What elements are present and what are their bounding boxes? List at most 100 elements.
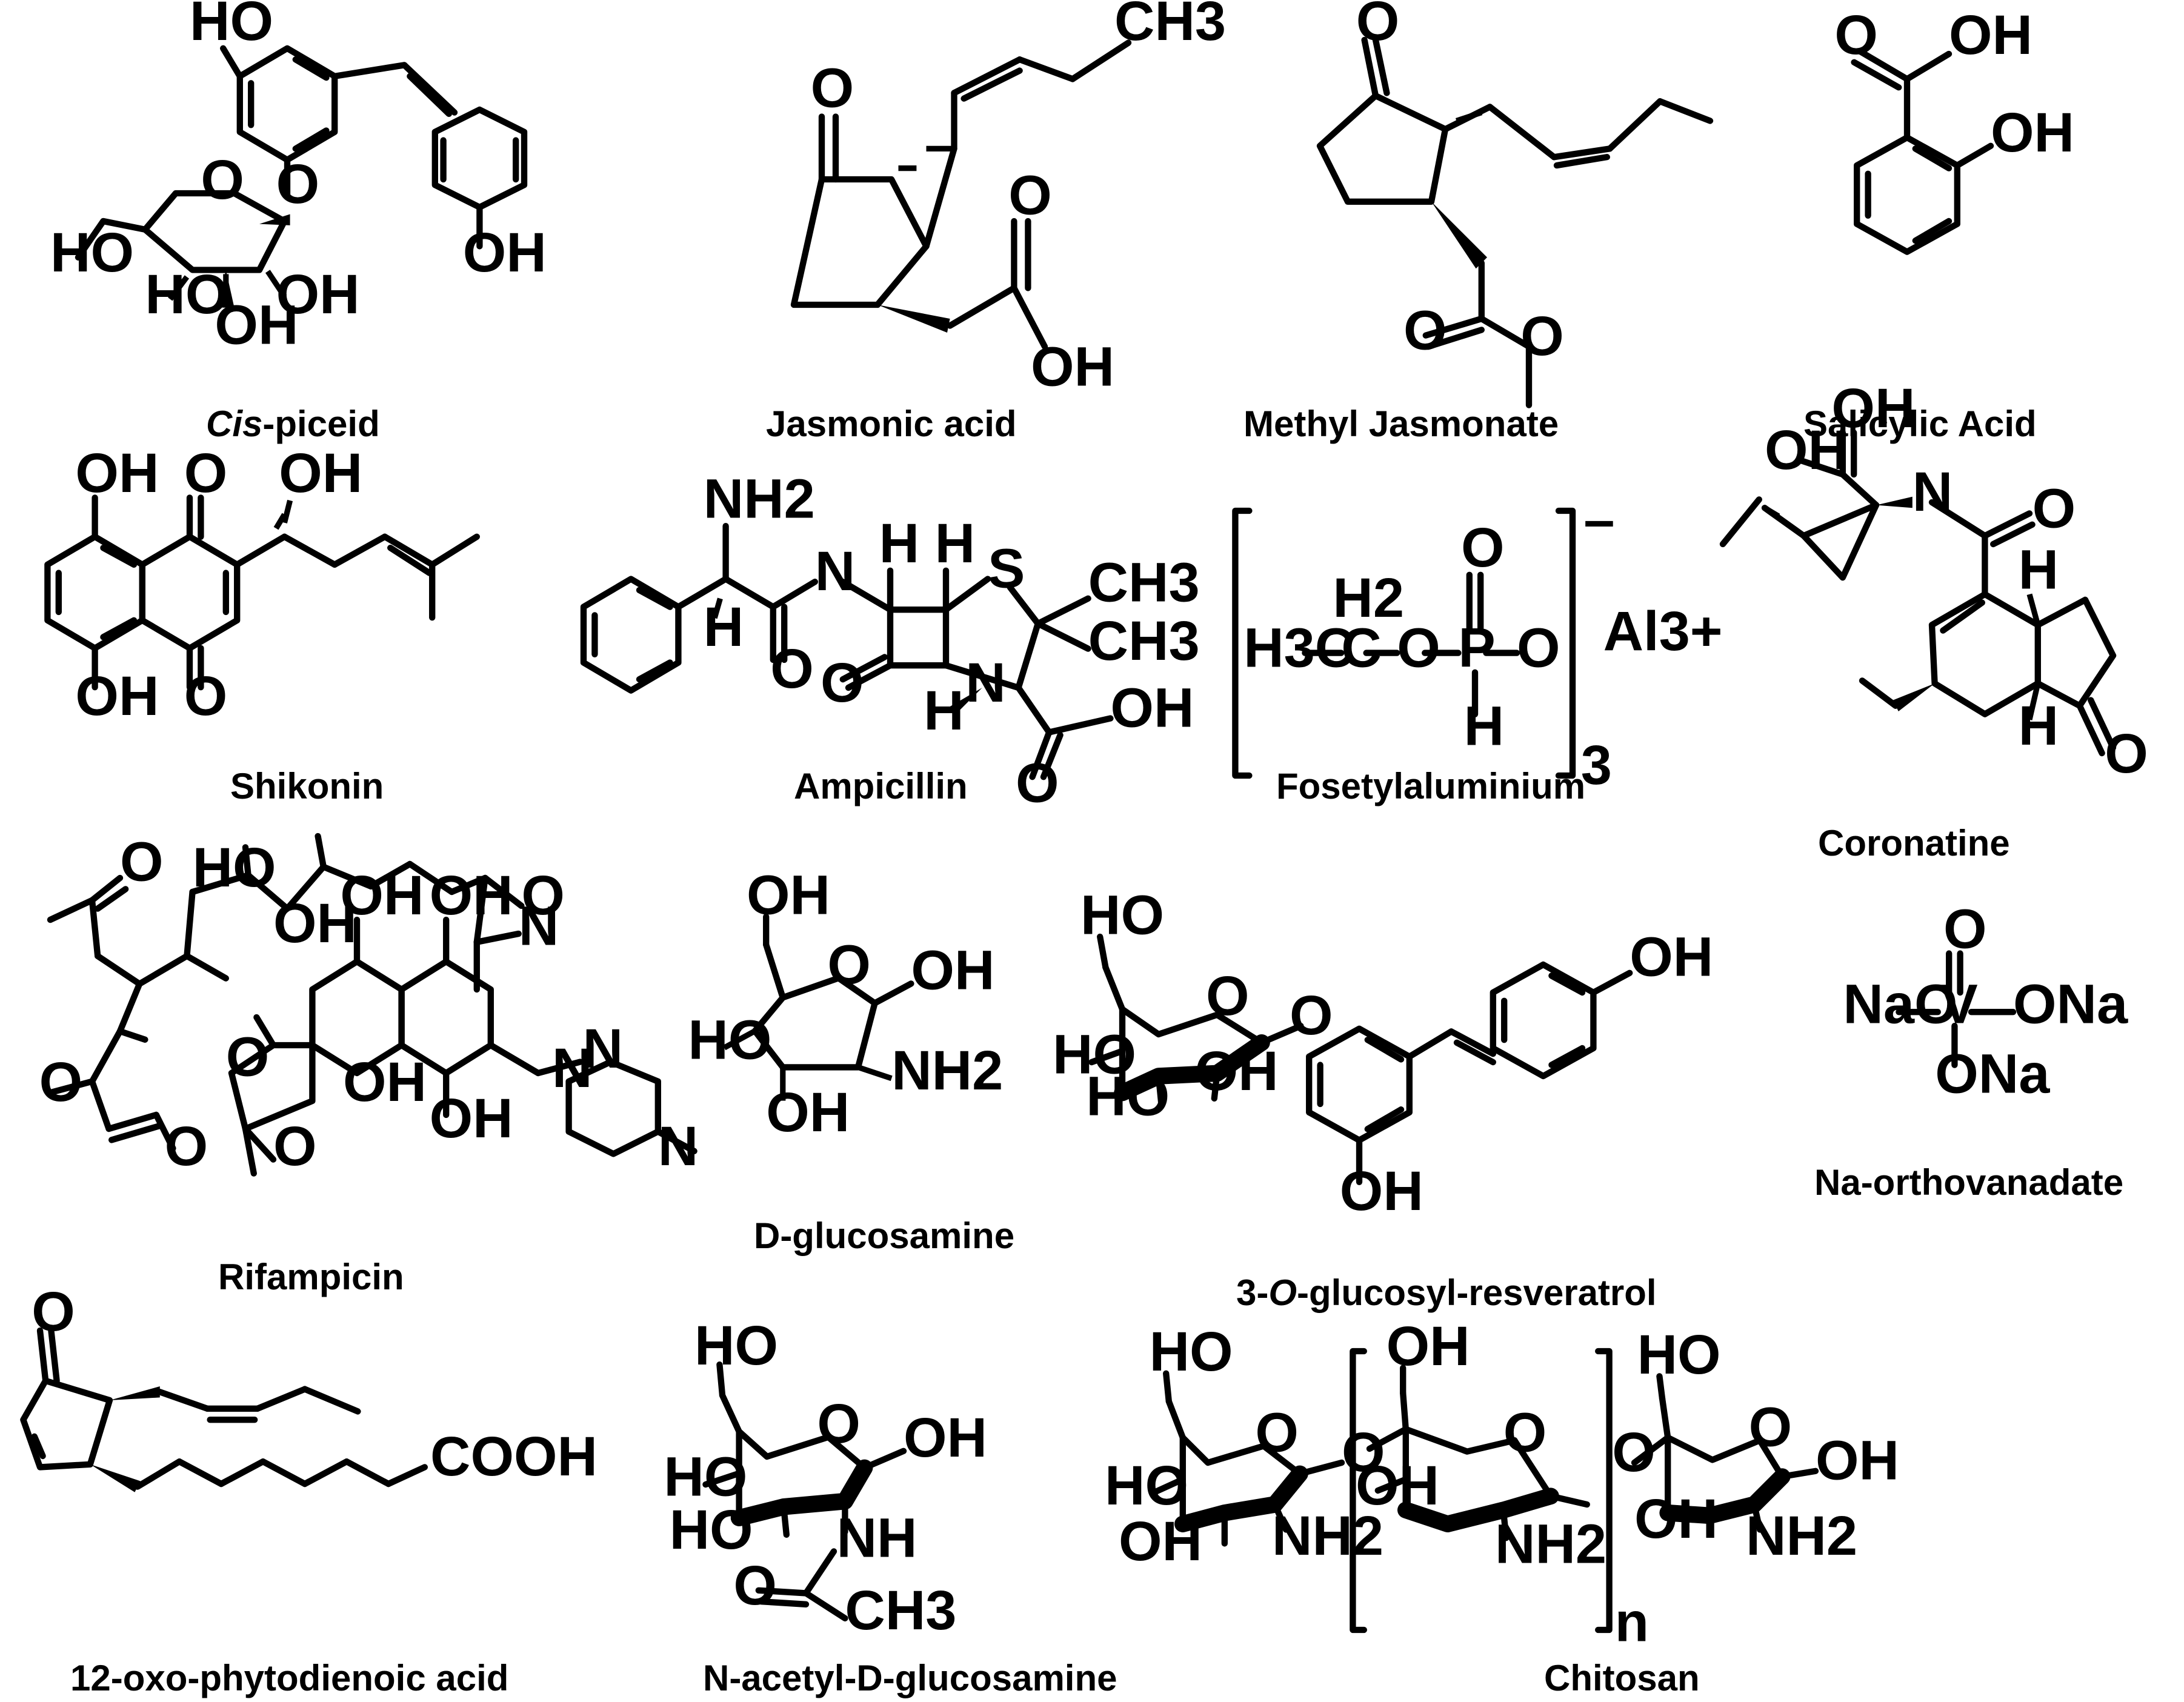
svg-text:O: O <box>32 1281 75 1343</box>
svg-text:OH: OH <box>343 1051 427 1113</box>
svg-text:OH: OH <box>1949 4 2033 66</box>
svg-text:HO: HO <box>1150 1321 1233 1383</box>
svg-text:H: H <box>924 680 964 742</box>
svg-text:O: O <box>1461 517 1505 579</box>
svg-text:Al3+: Al3+ <box>1603 600 1723 662</box>
svg-text:NH2: NH2 <box>891 1040 1003 1102</box>
svg-text:O: O <box>226 1026 270 1088</box>
svg-text:O: O <box>184 442 228 504</box>
salicylic-acid-structure: O OH OH <box>1834 4 2074 255</box>
svg-text:n: n <box>1615 1591 1649 1653</box>
svg-text:O: O <box>184 665 228 727</box>
svg-text:OH: OH <box>1765 419 1848 481</box>
svg-text:HO: HO <box>50 222 134 284</box>
svg-text:OH: OH <box>1356 1455 1439 1517</box>
d-glucosamine-name: D-glucosamine <box>754 1215 1014 1256</box>
svg-text:S: S <box>988 537 1025 599</box>
svg-text:O: O <box>1342 1421 1385 1483</box>
svg-text:HO: HO <box>1637 1324 1721 1386</box>
n-acetyl-d-glucosamine-structure: HO O OH HO HO NH O CH3 <box>664 1315 987 1641</box>
svg-text:OH: OH <box>904 1407 987 1469</box>
d-glucosamine-structure: OH O OH HO NH2 OH <box>688 864 1003 1143</box>
chitosan-name: Chitosan <box>1544 1658 1700 1698</box>
svg-text:O: O <box>120 831 164 893</box>
svg-text:O: O <box>273 1115 317 1177</box>
svg-text:OH: OH <box>1630 926 1713 988</box>
svg-text:O: O <box>1397 617 1440 679</box>
svg-text:OH: OH <box>1195 1040 1279 1102</box>
svg-text:H2: H2 <box>1333 567 1404 629</box>
svg-text:O: O <box>1008 165 1052 227</box>
svg-text:O: O <box>770 638 814 700</box>
svg-text:O: O <box>1503 1402 1547 1464</box>
svg-text:NaO: NaO <box>1843 974 1957 1035</box>
shikonin-name: Shikonin <box>230 766 384 806</box>
svg-text:N: N <box>658 1115 698 1177</box>
svg-text:HO: HO <box>1086 1065 1170 1127</box>
svg-text:OH: OH <box>75 442 159 504</box>
svg-text:ONa: ONa <box>2013 974 2128 1035</box>
svg-text:P: P <box>1458 617 1495 679</box>
svg-text:COOH: COOH <box>430 1426 598 1488</box>
svg-text:OH: OH <box>1831 377 1915 439</box>
svg-text:N: N <box>552 1037 592 1099</box>
coronatine-structure: OH OH N O H H O <box>1719 377 2148 785</box>
jasmonic-acid-structure: O O OH CH3 <box>790 0 1226 397</box>
svg-text:OH: OH <box>430 1088 513 1149</box>
12-opda-structure: O COOH <box>20 1281 598 1492</box>
svg-text:O: O <box>1290 985 1333 1046</box>
svg-text:O: O <box>1403 300 1447 362</box>
svg-text:O: O <box>1255 1402 1299 1464</box>
svg-text:CH3: CH3 <box>1114 0 1226 52</box>
svg-text:HO: HO <box>1080 884 1164 946</box>
rifampicin-name: Rifampicin <box>218 1257 404 1297</box>
svg-text:HO: HO <box>145 264 228 325</box>
svg-text:OH: OH <box>276 264 360 325</box>
svg-text:HO: HO <box>664 1446 747 1508</box>
svg-text:O: O <box>2105 723 2148 785</box>
jasmonic-acid-name: Jasmonic acid <box>766 404 1017 444</box>
svg-text:O: O <box>1356 0 1400 52</box>
svg-text:OH: OH <box>1387 1315 1470 1377</box>
svg-text:OH: OH <box>75 665 159 727</box>
svg-text:OH: OH <box>766 1082 850 1143</box>
svg-text:O: O <box>1206 965 1250 1027</box>
svg-text:H: H <box>935 513 975 574</box>
svg-text:N: N <box>1913 461 1953 523</box>
svg-text:O: O <box>1520 305 1564 367</box>
svg-text:O: O <box>821 652 864 714</box>
svg-text:O: O <box>201 149 244 211</box>
svg-text:O: O <box>276 153 320 215</box>
svg-text:OH: OH <box>1816 1430 1899 1492</box>
svg-text:OH: OH <box>279 442 362 504</box>
svg-text:O: O <box>811 57 854 119</box>
svg-text:–: – <box>1583 489 1614 551</box>
svg-text:O: O <box>1517 617 1560 679</box>
svg-text:OH: OH <box>911 940 994 1002</box>
svg-text:O: O <box>2033 477 2076 539</box>
svg-text:N: N <box>815 540 855 602</box>
svg-text:NH2: NH2 <box>1746 1505 1857 1567</box>
svg-text:HO: HO <box>694 1315 778 1377</box>
svg-text:HO: HO <box>190 0 273 52</box>
glucosyl-resveratrol-name: 3-O-glucosyl-resveratrol <box>1236 1272 1657 1313</box>
chitosan-structure: HO O HO OH NH2 O OH O OH NH2 n O HO O OH… <box>1105 1315 1899 1653</box>
svg-text:O: O <box>1943 898 1987 960</box>
svg-text:OH: OH <box>1110 677 1194 739</box>
12-opda-name: 12-oxo-phytodienoic acid <box>70 1658 508 1698</box>
svg-text:OH: OH <box>1634 1488 1718 1550</box>
na-orthovanadate-structure: O NaO V ONa ONa <box>1843 898 2128 1105</box>
svg-text:3: 3 <box>1581 734 1612 796</box>
svg-text:O: O <box>817 1393 861 1455</box>
svg-text:ONa: ONa <box>1935 1043 2050 1105</box>
svg-text:OH: OH <box>1991 102 2074 164</box>
n-acetyl-d-glucosamine-name: N-acetyl-D-glucosamine <box>703 1658 1117 1698</box>
cis-piceid-name: Cis-piceid <box>206 404 380 444</box>
svg-text:HO: HO <box>688 1009 771 1071</box>
rifampicin-structure: O HO OH OH OH N O O O O OH N N N OH O <box>39 831 699 1177</box>
svg-text:CH3: CH3 <box>1088 551 1200 613</box>
svg-text:N: N <box>519 895 559 957</box>
svg-text:HO: HO <box>1053 1023 1136 1085</box>
fosetylaluminium-structure: H2 H3C C O P O O H – 3 Al3+ <box>1232 489 1723 796</box>
